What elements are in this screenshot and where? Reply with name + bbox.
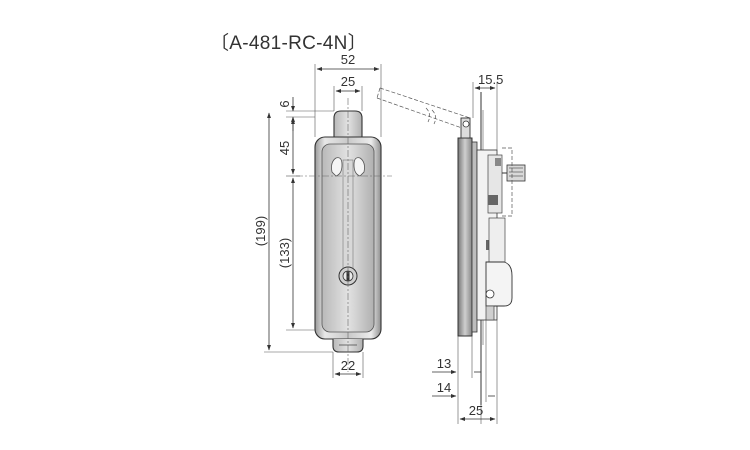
drawing-title: 〔A-481-RC-4N〕 — [210, 33, 367, 54]
side-hinge — [460, 117, 471, 139]
dim-depth-a: 13 — [437, 356, 451, 371]
cam-nut-icon — [495, 158, 501, 166]
front-view: 52 25 6 45 (133) (199) 22 — [253, 52, 392, 378]
side-plate — [457, 137, 473, 337]
dim-top-depth: 15.5 — [478, 72, 503, 87]
hinge-cutout-right — [353, 157, 365, 177]
hinge-cutout-left — [331, 157, 343, 177]
dim-overall-height: (199) — [253, 216, 268, 246]
side-view: 15.5 13 14 25 — [376, 72, 526, 424]
dim-bottom-width: 22 — [341, 358, 355, 373]
dim-depth-b: 14 — [437, 380, 451, 395]
dim-top-offset: 6 — [277, 100, 292, 107]
dim-hinge-span: 45 — [277, 141, 292, 155]
dim-overall-depth: 25 — [469, 403, 483, 418]
screw-head — [506, 164, 526, 182]
latch-cam — [485, 261, 513, 307]
dim-handle-width: 25 — [341, 74, 355, 89]
dim-inner-height: (133) — [277, 238, 292, 268]
open-handle-phantom — [376, 87, 471, 129]
dim-overall-width: 52 — [341, 52, 355, 67]
